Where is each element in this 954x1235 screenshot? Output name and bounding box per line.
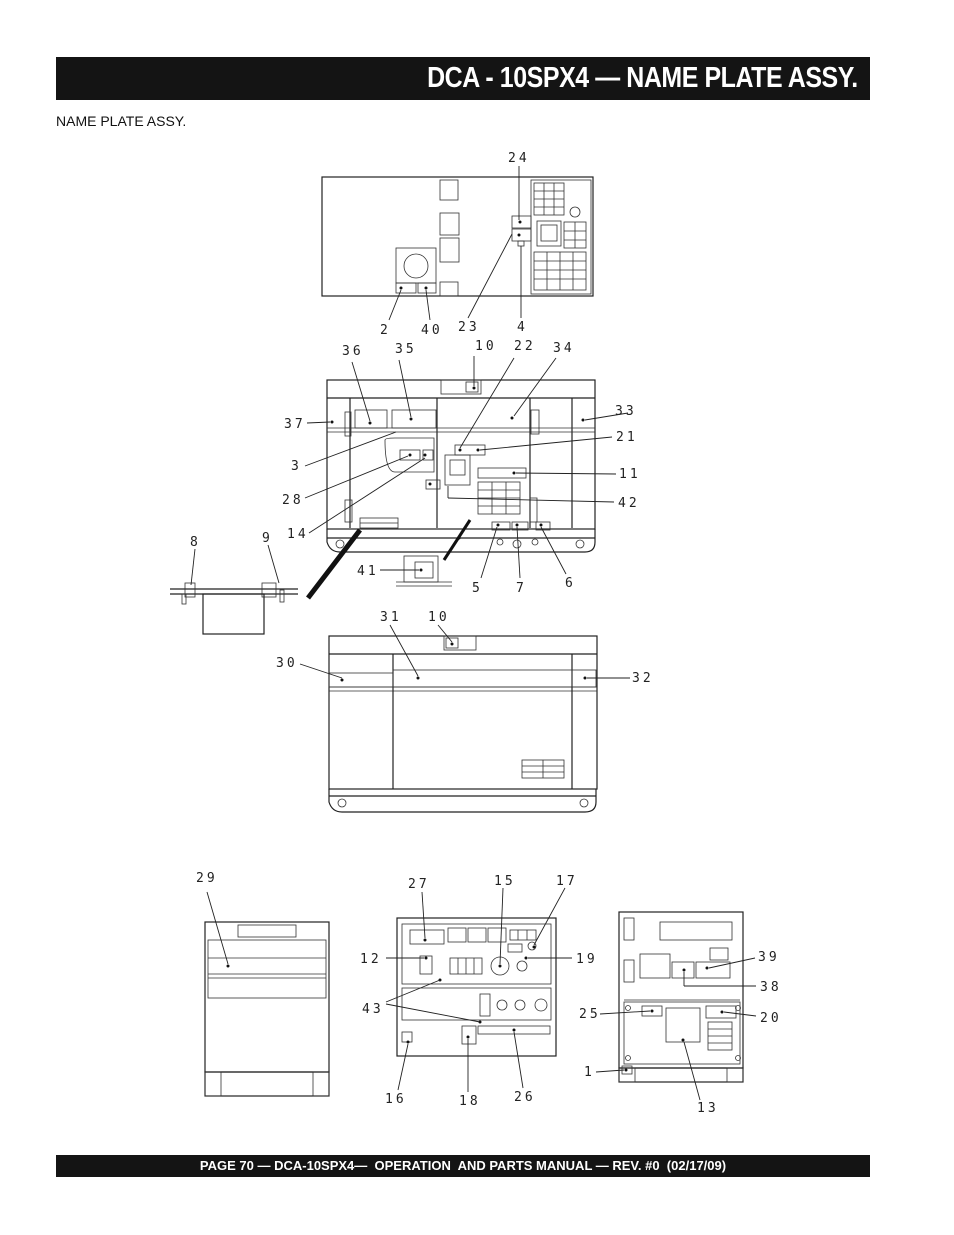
louver-grid-rear-right — [707, 1021, 733, 1051]
callout-30: 30 — [276, 656, 298, 671]
callout-21: 21 — [616, 430, 638, 445]
side-view-control — [304, 356, 629, 600]
callout-19: 19 — [576, 952, 598, 967]
callout-11: 11 — [619, 467, 641, 482]
callout-35: 35 — [395, 342, 417, 357]
control-panel-view — [385, 887, 572, 1092]
callout-6: 6 — [565, 576, 576, 591]
callout-38: 38 — [760, 980, 782, 995]
page-header: DCA - 10SPX4 — NAME PLATE ASSY. — [56, 57, 870, 100]
page-title: DCA - 10SPX4 — NAME PLATE ASSY. — [427, 62, 858, 94]
louver-grid-side — [477, 481, 521, 515]
battery-detail — [170, 544, 298, 635]
callout-33: 33 — [615, 404, 637, 419]
callout-1: 1 — [584, 1065, 595, 1080]
callout-41: 41 — [357, 564, 379, 579]
callout-15: 15 — [494, 874, 516, 889]
callout-10: 10 — [475, 339, 497, 354]
callout-24: 24 — [508, 151, 530, 166]
callout-32: 32 — [632, 671, 654, 686]
callout-37: 37 — [284, 417, 306, 432]
callout-14: 14 — [287, 527, 309, 542]
callout-28: 28 — [282, 493, 304, 508]
callout-4: 4 — [517, 320, 528, 335]
callout-20: 20 — [760, 1011, 782, 1026]
callout-2: 2 — [380, 323, 391, 338]
callout-17: 17 — [556, 874, 578, 889]
louver-grid-rear — [521, 759, 565, 779]
callout-12: 12 — [360, 952, 382, 967]
callout-25: 25 — [579, 1007, 601, 1022]
callout-39: 39 — [758, 950, 780, 965]
front-view-left — [204, 891, 330, 1097]
callout-10-rear: 10 — [428, 610, 450, 625]
rear-view-right — [595, 911, 757, 1101]
callout-5: 5 — [472, 581, 483, 596]
callout-8: 8 — [190, 535, 201, 550]
callout-3: 3 — [291, 459, 302, 474]
footer-text: PAGE 70 — DCA-10SPX4— OPERATION AND PART… — [199, 1158, 727, 1173]
callout-18: 18 — [459, 1094, 481, 1109]
callout-22: 22 — [514, 339, 536, 354]
callout-29: 29 — [196, 871, 218, 886]
louver-grid-top — [533, 182, 587, 291]
callout-26: 26 — [514, 1090, 536, 1105]
page-footer: PAGE 70 — DCA-10SPX4— OPERATION AND PART… — [56, 1155, 870, 1177]
callout-13: 13 — [697, 1101, 719, 1116]
callout-7: 7 — [516, 581, 527, 596]
callout-27: 27 — [408, 877, 430, 892]
side-view-rear — [299, 624, 630, 813]
callout-34: 34 — [553, 341, 575, 356]
top-view — [321, 166, 594, 321]
callout-16: 16 — [385, 1092, 407, 1107]
callout-36: 36 — [342, 344, 364, 359]
callout-43: 43 — [362, 1002, 384, 1017]
section-subtitle: NAME PLATE ASSY. — [56, 113, 187, 129]
callout-42: 42 — [618, 496, 640, 511]
callout-40: 40 — [421, 323, 443, 338]
callout-23: 23 — [458, 320, 480, 335]
callout-31: 31 — [380, 610, 402, 625]
callout-9: 9 — [262, 531, 273, 546]
